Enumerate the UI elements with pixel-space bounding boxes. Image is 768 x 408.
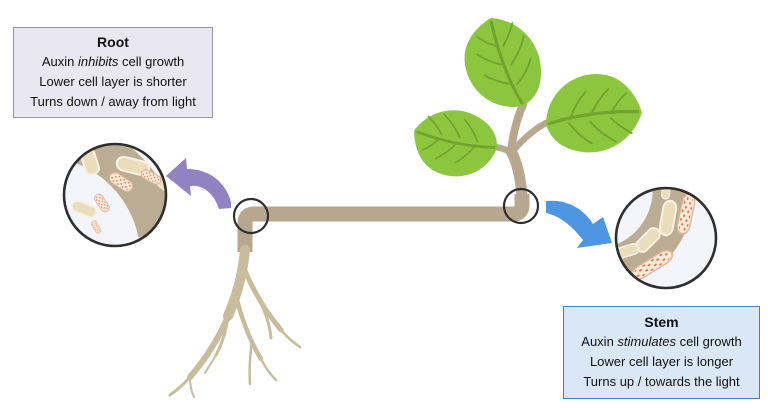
- stem-box-title: Stem: [644, 314, 679, 330]
- root-bend-marker-icon: [232, 197, 270, 235]
- stem-line1-italic: stimulates: [617, 334, 676, 349]
- stem-box-line-auxin: Auxin stimulates cell growth: [566, 332, 757, 352]
- stem-cells-magnifier: [614, 186, 718, 290]
- root-line1-italic: inhibits: [77, 54, 119, 69]
- blue-curved-arrow-icon: [546, 200, 612, 248]
- stem-info-box: Stem Auxin stimulates cell growth Lower …: [563, 306, 760, 399]
- root-box-line-turns: Turns down / away from light: [30, 94, 196, 109]
- root-box-line-layer: Lower cell layer is shorter: [39, 74, 187, 89]
- stem-bend-marker-icon: [502, 187, 540, 225]
- plant-root: [168, 245, 302, 398]
- stem-line1-suffix: cell growth: [675, 334, 742, 349]
- leaf-left: [405, 100, 505, 186]
- root-info-box: Root Auxin inhibits cell growth Lower ce…: [13, 27, 213, 118]
- plain-cell: [660, 189, 672, 200]
- root-line1-suffix: cell growth: [118, 54, 185, 69]
- root-box-line-auxin: Auxin inhibits cell growth: [16, 52, 210, 72]
- root-box-title: Root: [97, 34, 129, 50]
- leaf-top: [450, 5, 555, 122]
- plant-shoot: [405, 5, 648, 204]
- root-line1-prefix: Auxin: [41, 54, 78, 69]
- plant-horizontal-axis: [237, 194, 530, 252]
- stem-box-line-turns: Turns up / towards the light: [583, 374, 740, 389]
- stem-line1-prefix: Auxin: [581, 334, 618, 349]
- root-cells-magnifier: [62, 142, 168, 248]
- leaf-right: [539, 67, 648, 160]
- stem-box-line-layer: Lower cell layer is longer: [589, 354, 734, 369]
- purple-curved-arrow-icon: [166, 158, 231, 209]
